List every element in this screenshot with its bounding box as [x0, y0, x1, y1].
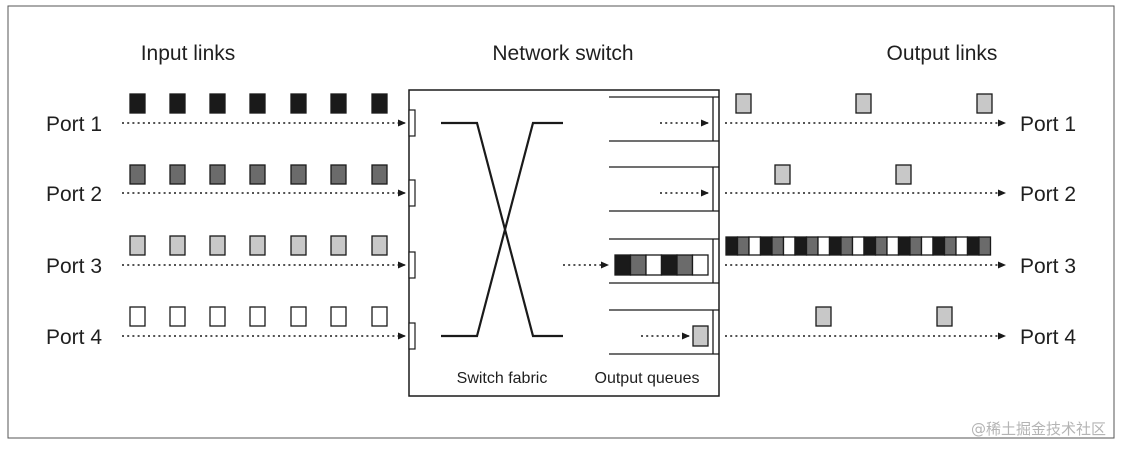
- network-switch-header: Network switch: [492, 42, 633, 65]
- output-port-labels: Port 1 Port 2 Port 3 Port 4: [1020, 113, 1076, 349]
- output-packet: [817, 236, 831, 256]
- input-packet: [371, 235, 388, 256]
- queued-packet: [614, 254, 632, 276]
- switch-fabric-label: Switch fabric: [457, 370, 548, 387]
- input-port-label: Port 1: [46, 113, 102, 136]
- queued-packet: [660, 254, 678, 276]
- output-packet: [966, 236, 980, 256]
- output-packet: [725, 236, 739, 256]
- output-packet: [943, 236, 957, 256]
- output-packet: [978, 236, 992, 256]
- output-packet: [794, 236, 808, 256]
- output-packet: [874, 236, 888, 256]
- output-packet: [782, 236, 796, 256]
- input-interface: [408, 179, 416, 207]
- input-packet: [169, 306, 186, 327]
- output-packet: [774, 164, 791, 185]
- output-packet: [920, 236, 934, 256]
- switch-input-interfaces: [408, 109, 416, 350]
- output-port-label: Port 2: [1020, 183, 1076, 206]
- output-queues-label: Output queues: [595, 370, 700, 387]
- output-packet: [771, 236, 785, 256]
- output-links-header: Output links: [887, 42, 998, 65]
- switch-box: [408, 89, 720, 397]
- input-port-label: Port 2: [46, 183, 102, 206]
- output-packet: [855, 93, 872, 114]
- input-packet: [290, 235, 307, 256]
- watermark-text: @稀土掘金技术社区: [971, 420, 1106, 438]
- output-links: [725, 93, 1006, 340]
- output-packet: [735, 93, 752, 114]
- input-packet: [209, 93, 226, 114]
- output-port-label: Port 4: [1020, 326, 1076, 349]
- input-packet: [249, 235, 266, 256]
- output-queues: [563, 96, 719, 355]
- input-packet: [169, 235, 186, 256]
- input-packet: [209, 164, 226, 185]
- input-packet: [330, 164, 347, 185]
- queued-packet: [676, 254, 694, 276]
- input-packet: [371, 306, 388, 327]
- input-packet: [330, 306, 347, 327]
- input-packet: [129, 235, 146, 256]
- input-packet: [129, 164, 146, 185]
- output-packet: [759, 236, 773, 256]
- input-packet: [330, 93, 347, 114]
- queued-packet: [645, 254, 663, 276]
- input-interface: [408, 109, 416, 137]
- output-packet: [932, 236, 946, 256]
- output-packet: [828, 236, 842, 256]
- output-packet: [886, 236, 900, 256]
- input-packet: [209, 306, 226, 327]
- input-port-label: Port 3: [46, 255, 102, 278]
- output-packet: [936, 306, 953, 327]
- queued-packet: [692, 325, 709, 347]
- input-packet: [169, 93, 186, 114]
- output-packet: [805, 236, 819, 256]
- input-packet: [209, 235, 226, 256]
- input-interface: [408, 322, 416, 350]
- output-packet: [895, 164, 912, 185]
- output-port-label: Port 1: [1020, 113, 1076, 136]
- input-port-labels: Port 1 Port 2 Port 3 Port 4: [46, 113, 102, 349]
- output-packet: [955, 236, 969, 256]
- input-packet: [371, 93, 388, 114]
- fabric-path-port4-to-port1: [441, 121, 563, 338]
- output-packet: [748, 236, 762, 256]
- input-links-header: Input links: [141, 42, 236, 65]
- input-links: [122, 93, 406, 340]
- input-packet: [249, 306, 266, 327]
- queued-packet: [691, 254, 709, 276]
- input-packet: [290, 164, 307, 185]
- input-packet: [290, 306, 307, 327]
- input-packet: [371, 164, 388, 185]
- input-packet: [129, 93, 146, 114]
- input-packet: [129, 306, 146, 327]
- input-packet: [169, 164, 186, 185]
- output-packet: [815, 306, 832, 327]
- output-packet: [976, 93, 993, 114]
- input-packet: [290, 93, 307, 114]
- input-port-label: Port 4: [46, 326, 102, 349]
- queued-packet: [629, 254, 647, 276]
- output-packet: [840, 236, 854, 256]
- output-packet: [909, 236, 923, 256]
- output-packet: [736, 236, 750, 256]
- input-packet: [330, 235, 347, 256]
- input-interface: [408, 251, 416, 279]
- input-packet: [249, 164, 266, 185]
- output-port-label: Port 3: [1020, 255, 1076, 278]
- output-packet: [897, 236, 911, 256]
- input-packet: [249, 93, 266, 114]
- output-packet: [851, 236, 865, 256]
- output-packet: [863, 236, 877, 256]
